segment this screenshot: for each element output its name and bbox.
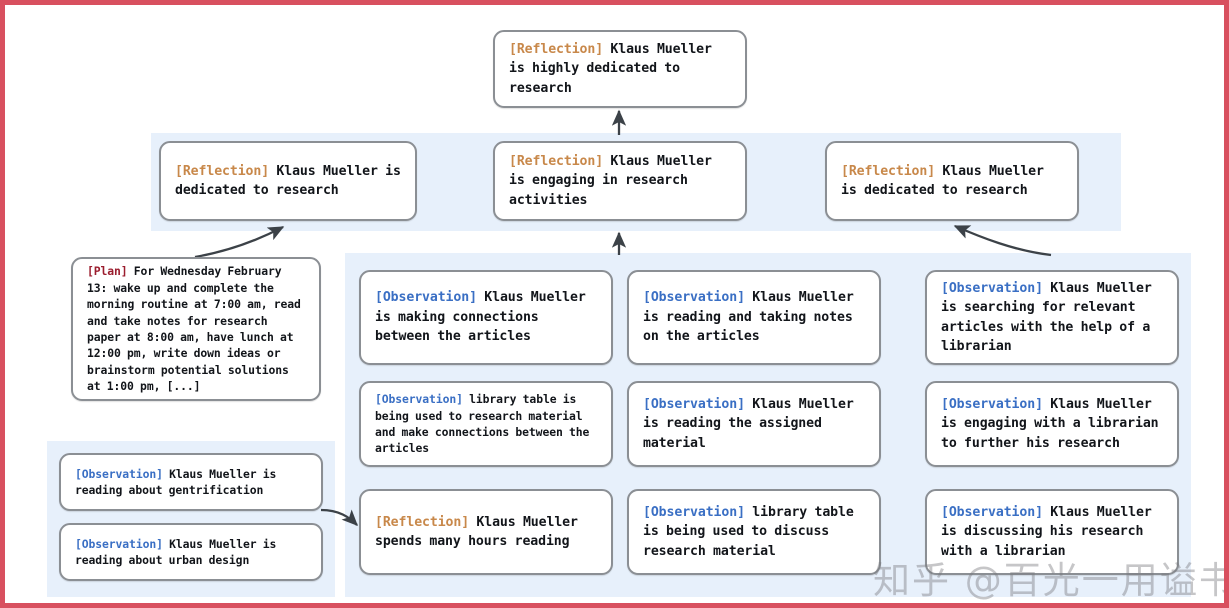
node-middle-reflection[interactable]: [Reflection] Klaus Mueller spends many h… (359, 489, 613, 575)
node-body: Klaus Mueller is engaging in research ac… (509, 153, 712, 208)
node-body: Klaus Mueller is highly dedicated to res… (509, 41, 712, 96)
node-text: [Observation] Klaus Mueller is discussin… (927, 503, 1177, 561)
node-reflection-right[interactable]: [Reflection] Klaus Mueller is dedicated … (825, 141, 1079, 221)
node-reflection-center[interactable]: [Reflection] Klaus Mueller is engaging i… (493, 141, 747, 221)
node-text: [Reflection] Klaus Mueller is dedicated … (827, 162, 1077, 201)
tag-observation: [Observation] (375, 392, 463, 407)
node-root-reflection[interactable]: [Reflection] Klaus Mueller is highly ded… (493, 30, 747, 108)
node-middle-observation-2[interactable]: [Observation] library table is being use… (359, 381, 613, 467)
node-center-observation-2[interactable]: [Observation] Klaus Mueller is reading t… (627, 381, 881, 467)
node-text: [Reflection] Klaus Mueller is highly ded… (495, 40, 745, 98)
node-body: library table is being used to discuss r… (643, 504, 854, 559)
node-text: [Reflection] Klaus Mueller spends many h… (361, 513, 611, 552)
node-plan[interactable]: [Plan] For Wednesday February 13: wake u… (71, 257, 321, 401)
node-body: library table is being used to research … (375, 392, 590, 456)
node-center-observation-1[interactable]: [Observation] Klaus Mueller is reading a… (627, 270, 881, 365)
node-body: Klaus Mueller is reading about urban des… (75, 536, 277, 567)
node-right-observation-3[interactable]: [Observation] Klaus Mueller is discussin… (925, 489, 1179, 575)
node-text: [Observation] Klaus Mueller is reading a… (61, 466, 321, 499)
tag-observation: [Observation] (643, 504, 745, 520)
node-text: [Observation] Klaus Mueller is engaging … (927, 395, 1177, 453)
node-body: Klaus Mueller is dedicated to research (841, 163, 1044, 198)
node-right-observation-2[interactable]: [Observation] Klaus Mueller is engaging … (925, 381, 1179, 467)
node-middle-observation-1[interactable]: [Observation] Klaus Mueller is making co… (359, 270, 613, 365)
node-body: For Wednesday February 13: wake up and c… (87, 264, 301, 394)
node-text: [Observation] Klaus Mueller is reading a… (629, 288, 879, 346)
node-body: Klaus Mueller is reading about gentrific… (75, 466, 277, 497)
tag-reflection: [Reflection] (841, 163, 936, 179)
tag-observation: [Observation] (75, 466, 163, 481)
tag-observation: [Observation] (941, 504, 1043, 520)
node-text: [Observation] library table is being use… (629, 503, 879, 561)
tag-observation: [Observation] (643, 290, 745, 306)
tag-observation: [Observation] (643, 396, 745, 412)
node-text: [Observation] Klaus Mueller is searching… (927, 279, 1177, 357)
tag-plan: [Plan] (87, 264, 128, 279)
tag-reflection: [Reflection] (375, 514, 470, 530)
node-body: Klaus Mueller is reading the assigned ma… (643, 396, 854, 451)
node-body: Klaus Mueller is reading and taking note… (643, 290, 854, 345)
node-body: Klaus Mueller is engaging with a librari… (941, 396, 1159, 451)
node-body: Klaus Mueller is dedicated to research (175, 163, 401, 198)
node-center-observation-3[interactable]: [Observation] library table is being use… (627, 489, 881, 575)
node-text: [Observation] Klaus Mueller is reading t… (629, 395, 879, 453)
node-text: [Observation] Klaus Mueller is making co… (361, 288, 611, 346)
arrow-plan-to-left-reflection (194, 225, 285, 259)
node-left-observation-2[interactable]: [Observation] Klaus Mueller is reading a… (59, 523, 323, 581)
tag-reflection: [Reflection] (175, 163, 270, 179)
node-text: [Reflection] Klaus Mueller is engaging i… (495, 152, 745, 210)
node-right-observation-1[interactable]: [Observation] Klaus Mueller is searching… (925, 270, 1179, 365)
tag-observation: [Observation] (941, 280, 1043, 296)
node-body: Klaus Mueller is discussing his research… (941, 504, 1152, 559)
tag-observation: [Observation] (941, 396, 1043, 412)
node-text: [Reflection] Klaus Mueller is dedicated … (161, 162, 415, 201)
node-body: Klaus Mueller spends many hours reading (375, 514, 578, 549)
node-body: Klaus Mueller is searching for relevant … (941, 280, 1152, 354)
node-left-observation-1[interactable]: [Observation] Klaus Mueller is reading a… (59, 453, 323, 511)
node-text: [Observation] library table is being use… (361, 391, 611, 457)
tag-reflection: [Reflection] (509, 41, 604, 57)
node-body: Klaus Mueller is making connections betw… (375, 290, 586, 345)
tag-observation: [Observation] (375, 290, 477, 306)
node-text: [Observation] Klaus Mueller is reading a… (61, 536, 321, 569)
tag-observation: [Observation] (75, 536, 163, 551)
tag-reflection: [Reflection] (509, 153, 604, 169)
node-reflection-left[interactable]: [Reflection] Klaus Mueller is dedicated … (159, 141, 417, 221)
node-text: [Plan] For Wednesday February 13: wake u… (73, 263, 319, 394)
